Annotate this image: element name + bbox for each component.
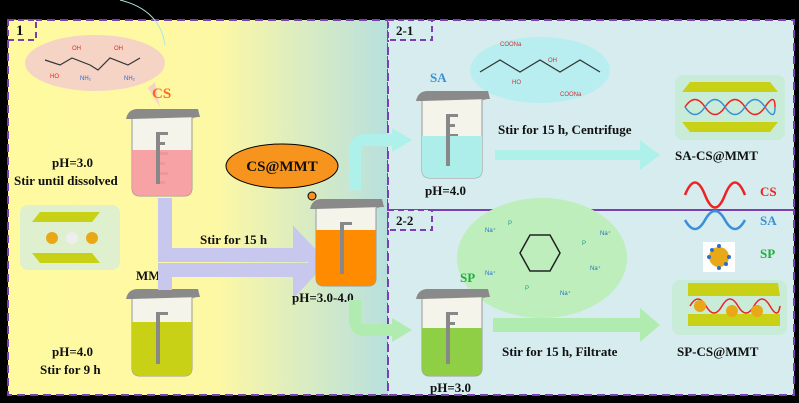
sa-label: SA: [430, 70, 447, 85]
sa-legend-icon: [683, 209, 747, 231]
svg-text:Na⁺: Na⁺: [600, 230, 611, 237]
mmt-illustration: [20, 205, 120, 270]
legend: CS SA SP: [683, 181, 777, 272]
cs-beaker: [125, 108, 201, 197]
sa-cs-mmt-illustration: [675, 75, 785, 140]
sp-arrow: [493, 308, 660, 342]
sp-legend-icon: [709, 247, 729, 267]
svg-text:Na⁺: Na⁺: [485, 270, 496, 277]
sp-product: SP-CS@MMT: [677, 344, 759, 359]
cloud-label: CS@MMT: [246, 159, 317, 175]
svg-text:Na⁺: Na⁺: [485, 227, 496, 234]
panel-1-label: 1: [16, 23, 24, 39]
mmt-action: Stir for 9 h: [40, 362, 101, 377]
svg-text:P: P: [582, 241, 586, 247]
panel-2-2-label: 2-2: [396, 213, 413, 228]
svg-text:HO: HO: [50, 74, 59, 80]
mmt-beaker: [125, 288, 201, 377]
svg-text:Na⁺: Na⁺: [590, 265, 601, 272]
legend-sa: SA: [760, 213, 777, 228]
sa-arrow: [495, 140, 660, 170]
svg-text:OH: OH: [548, 58, 557, 64]
sa-structure: COONa COONa HO OH: [470, 37, 610, 103]
cs-label: CS: [152, 86, 171, 102]
svg-text:P: P: [525, 286, 529, 292]
svg-text:HO: HO: [512, 80, 521, 86]
svg-text:Na⁺: Na⁺: [560, 290, 571, 297]
sp-cs-mmt-illustration: [672, 280, 787, 335]
sa-action: Stir for 15 h, Centrifuge: [498, 122, 632, 137]
mix-beaker: [309, 198, 385, 287]
sp-beaker: [415, 288, 491, 377]
svg-text:COONa: COONa: [560, 92, 582, 98]
svg-text:COONa: COONa: [500, 42, 522, 48]
mmt-ph: pH=4.0: [52, 344, 93, 359]
svg-text:OH: OH: [114, 46, 123, 52]
svg-text:NH₂: NH₂: [80, 76, 92, 82]
mix-action: Stir for 15 h: [200, 232, 268, 247]
sa-ph: pH=4.0: [425, 183, 466, 198]
svg-text:OH: OH: [72, 46, 81, 52]
sa-product: SA-CS@MMT: [675, 148, 758, 163]
cs-mmt-cloud: [225, 143, 339, 207]
cs-action: Stir until dissolved: [14, 173, 119, 188]
legend-sp: SP: [760, 246, 775, 261]
sp-label: SP: [460, 270, 475, 285]
sp-ph: pH=3.0: [430, 380, 471, 395]
svg-text:P: P: [508, 221, 512, 227]
sa-beaker: [415, 90, 491, 179]
svg-text:NH₂: NH₂: [124, 76, 136, 82]
cs-legend-icon: [683, 181, 747, 209]
cs-ph: pH=3.0: [52, 155, 93, 170]
cs-structure: OH OH HO NH₂ NH₂: [25, 35, 165, 107]
sp-action: Stir for 15 h, Filtrate: [502, 344, 618, 359]
panel-2-1-label: 2-1: [396, 23, 413, 38]
mix-ph: pH=3.0-4.0: [292, 290, 354, 305]
legend-cs: CS: [760, 184, 777, 199]
